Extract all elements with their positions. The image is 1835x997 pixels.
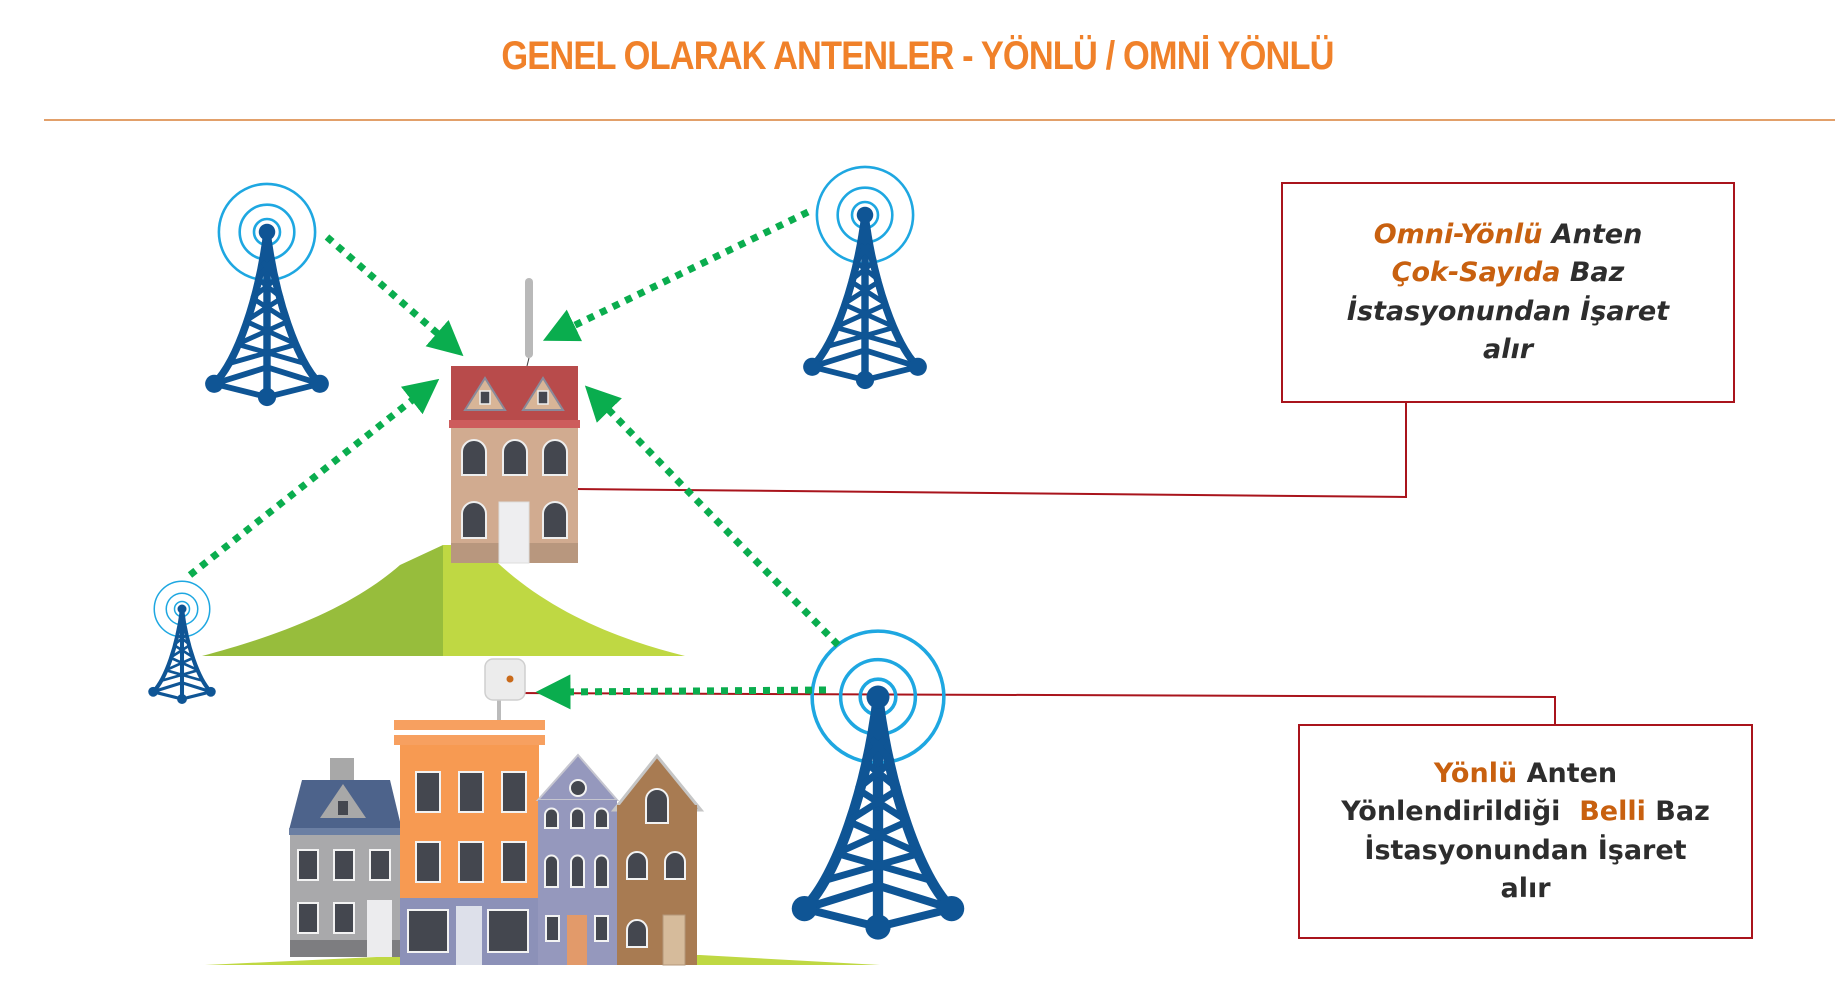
directional-antenna-callout: Yönlü Anten Yönlendirildiği Belli Baz İs… <box>1298 724 1753 939</box>
signal-arrow <box>187 378 440 578</box>
signal-arrow <box>324 234 464 357</box>
callout-line: İstasyonundan İşaret <box>1364 832 1686 871</box>
hill-right <box>443 545 685 656</box>
omni-antenna-icon <box>525 278 533 358</box>
directional-connector-line <box>509 692 1556 724</box>
callout-highlight: Yönlü <box>1433 757 1518 789</box>
callout-line: İstasyonundan İşaret <box>1347 293 1669 332</box>
signal-arrow <box>535 674 827 710</box>
callout-connectors <box>509 402 1556 724</box>
hill <box>202 545 685 656</box>
title-divider <box>44 119 1835 121</box>
callout-highlight: Çok-Sayıda <box>1391 257 1561 288</box>
page-title: GENEL OLARAK ANTENLER - YÖNLÜ / OMNİ YÖN… <box>501 34 1334 78</box>
callout-line: Omni-Yönlü Anten <box>1374 216 1643 255</box>
cell-tower-large-bottom <box>792 629 965 940</box>
hill-left <box>202 545 443 656</box>
cell-tower-small-left <box>148 580 216 704</box>
callout-line: alır <box>1500 870 1550 909</box>
signal-arrow <box>542 208 810 342</box>
callout-highlight: Belli <box>1579 796 1646 827</box>
callout-line: alır <box>1483 331 1533 370</box>
panel-antenna-mast <box>497 700 501 720</box>
callout-highlight: Omni-Yönlü <box>1373 218 1543 250</box>
omni-antenna-callout: Omni-Yönlü Anten Çok-Sayıda Baz İstasyon… <box>1281 182 1735 403</box>
signal-arrows <box>187 208 841 710</box>
town-row <box>205 658 880 966</box>
callout-text: İstasyonundan İşaret <box>1364 834 1687 866</box>
callout-text: alır <box>1482 334 1534 365</box>
callout-text: İstasyonundan İşaret <box>1346 295 1670 327</box>
callout-text: Yönlendirildiği <box>1341 796 1580 827</box>
callout-text: Anten <box>1542 218 1643 250</box>
signal-arrow <box>584 385 841 648</box>
omni-connector-line <box>574 402 1407 499</box>
callout-text: Baz <box>1560 257 1625 288</box>
callout-line: Yönlendirildiği Belli Baz <box>1341 793 1710 832</box>
cell-tower-top-left <box>205 182 329 406</box>
callout-line: Çok-Sayıda Baz <box>1392 254 1625 293</box>
callout-text: Anten <box>1517 757 1618 789</box>
callout-text: Baz <box>1645 796 1710 827</box>
callout-line: Yönlü Anten <box>1434 755 1617 794</box>
cell-tower-top-right <box>803 165 927 389</box>
panel-antenna-icon <box>484 658 526 701</box>
callout-text: alır <box>1500 873 1551 904</box>
cell-tower-icon <box>148 605 216 704</box>
hill-house <box>449 278 580 564</box>
